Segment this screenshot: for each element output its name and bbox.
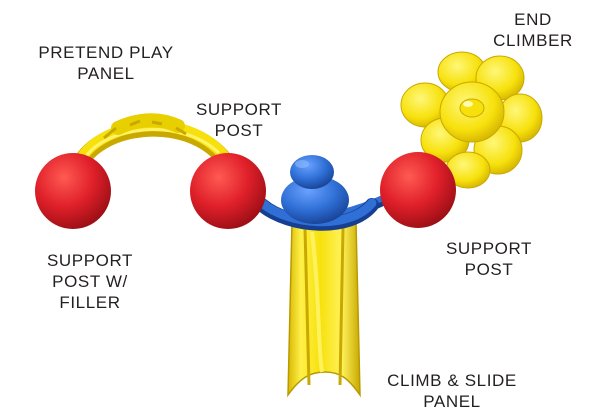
label-climb-slide-panel: CLIMB & SLIDE PANEL [372, 370, 532, 412]
support-post-right [380, 152, 456, 228]
label-support-post-right: SUPPORT POST [437, 238, 541, 280]
label-support-post-filler: SUPPORT POST W/ FILLER [36, 250, 144, 313]
climb-slide-panel [288, 222, 360, 395]
center-hub [262, 155, 372, 224]
label-pretend-play-panel: PRETEND PLAY PANEL [26, 42, 186, 84]
support-post-filler [35, 153, 111, 229]
label-end-climber: END CLIMBER [478, 9, 588, 51]
label-support-post-center: SUPPORT POST [193, 99, 285, 141]
support-post-center [190, 153, 266, 229]
